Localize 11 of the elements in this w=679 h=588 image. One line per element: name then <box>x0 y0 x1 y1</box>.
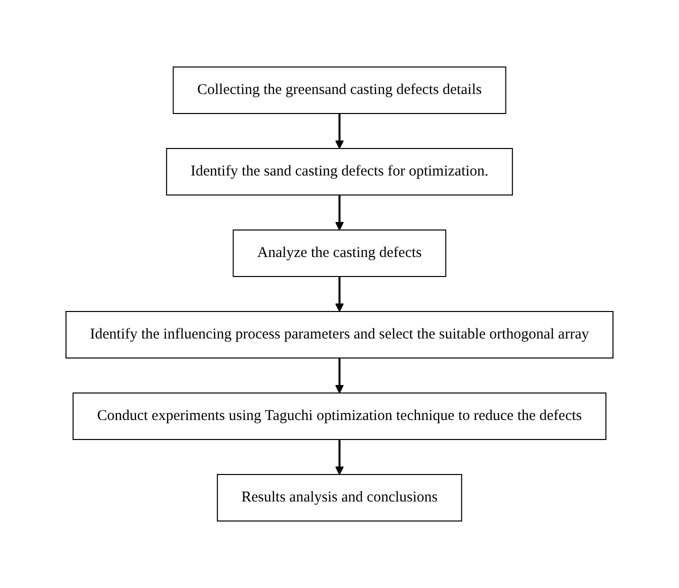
node-box: Analyze the casting defects <box>232 230 446 277</box>
arrow <box>335 276 344 312</box>
node-box: Results analysis and conclusions <box>216 474 462 522</box>
node-box: Collecting the greensand casting defects details <box>172 66 506 114</box>
arrow <box>335 358 344 394</box>
node-box: Identify the sand casting defects for optimization. <box>166 148 513 196</box>
node-box: Conduct experiments using Taguchi optimization technique to reduce the defects <box>72 392 606 440</box>
node-box: Identify the influencing process parameters and select the suitable orthogonal array <box>66 311 614 358</box>
arrow <box>335 114 344 149</box>
arrow <box>335 440 344 475</box>
arrow <box>335 195 344 230</box>
